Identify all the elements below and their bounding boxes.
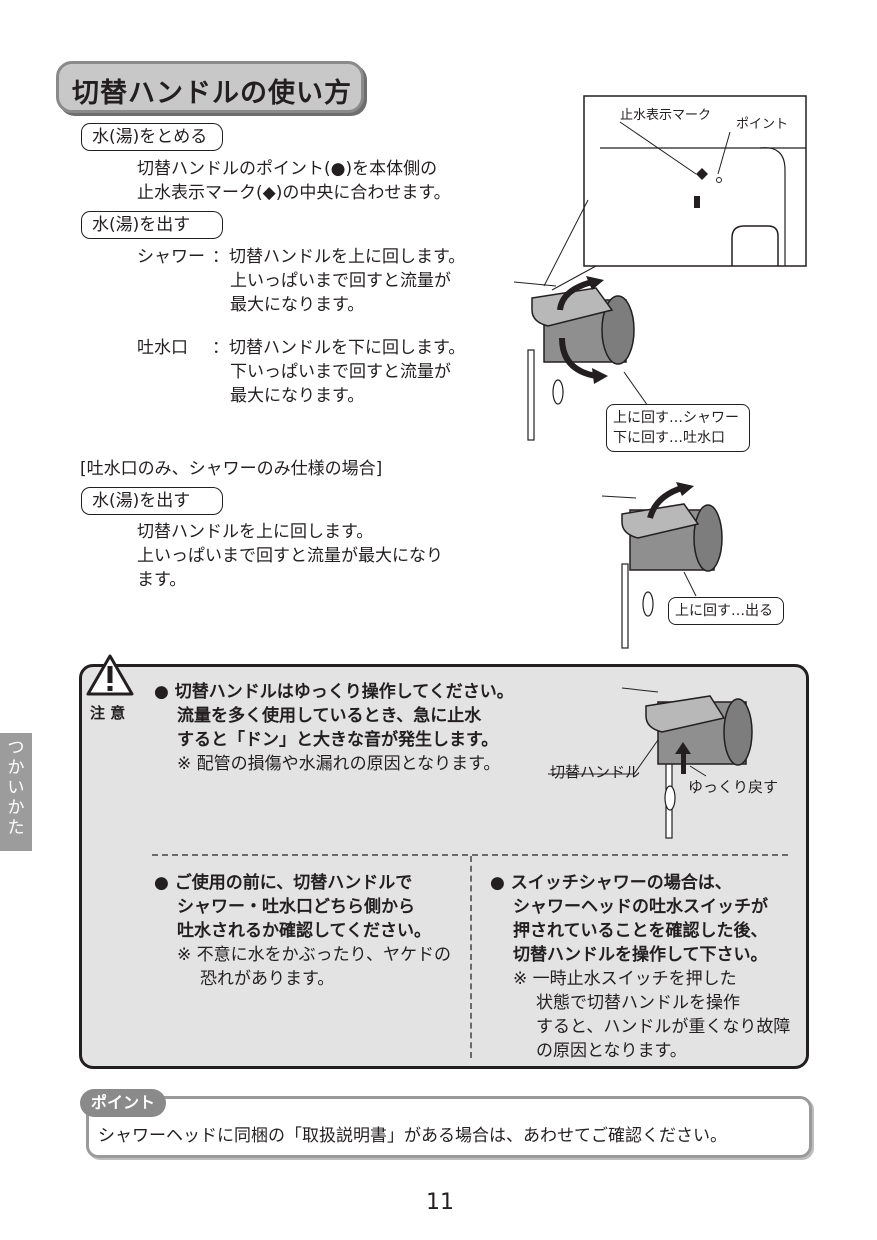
- stop-water-label: 水(湯)をとめる: [81, 122, 223, 151]
- zoom-inset-frame: [583, 95, 807, 267]
- handle-cap: [693, 504, 723, 572]
- caution-item3-note1: ※ 一時止水スイッチを押した: [513, 969, 737, 989]
- rotation-callout: 上に回す…シャワー 下に回す…吐水口: [606, 404, 750, 452]
- spec-heading: [吐水口のみ、シャワーのみ仕様の場合]: [80, 459, 383, 479]
- spec-line1: 切替ハンドルを上に回します。: [137, 522, 374, 542]
- caution-box: [79, 664, 809, 1069]
- out-water-label: 水(湯)を出す: [81, 210, 223, 239]
- caution-item3-note3: すると、ハンドルが重くなり故障: [536, 1017, 791, 1037]
- warning-triangle-icon: [86, 654, 134, 696]
- faucet-diagram-2: [601, 482, 723, 649]
- caution-item2-note1: ※ 不意に水をかぶったり、ヤケドの: [177, 945, 451, 965]
- rotation-callout-line2: 下に回す…吐水口: [613, 430, 725, 446]
- caution-item2-line3: 吐水されるか確認してください。: [177, 921, 431, 941]
- spout-line3: 最大になります。: [230, 386, 365, 406]
- caution-divider-vertical: [470, 856, 472, 1058]
- rotation-callout-line1: 上に回す…シャワー: [613, 410, 739, 426]
- caution-item3-line2: シャワーヘッドの吐水スイッチが: [513, 897, 768, 917]
- faucet-diagram-1: [513, 95, 807, 441]
- rotate-up-arrow-icon: [557, 279, 593, 311]
- caution-label: 注 意: [90, 704, 126, 722]
- caution-item2-note2: 恐れがあります。: [200, 969, 335, 989]
- caution-item1-note: ※ 配管の損傷や水漏れの原因となります。: [177, 754, 501, 774]
- stop-instruction-line1: 切替ハンドルのポイント(●)を本体側の: [137, 159, 438, 179]
- page-title-box: [56, 61, 364, 113]
- caution-item1-line3: すると「ドン」と大きな音が発生します。: [177, 730, 499, 750]
- caution-item3-note2: 状態で切替ハンドルを操作: [536, 993, 740, 1013]
- shower-line1: ：切替ハンドルを上に回します。: [212, 247, 466, 267]
- spout-label: 吐水口: [137, 338, 188, 358]
- caution-item1-line2: 流量を多く使用しているとき、急に止水: [177, 706, 482, 726]
- caution-item2-line2: シャワー・吐水口どちら側から: [177, 897, 415, 917]
- point-note-box: [86, 1096, 812, 1158]
- handle-cap: [601, 295, 635, 365]
- stop-mark-icon: [696, 168, 708, 180]
- shower-line2: 上いっぱいまで回すと流量が: [230, 271, 451, 291]
- caution-item2-line1: ● ご使用の前に、切替ハンドルで: [154, 873, 413, 893]
- rotate-down-arrow-icon: [559, 337, 597, 379]
- shower-line3: 最大になります。: [230, 295, 365, 315]
- spec-out-water-label: 水(湯)を出す: [81, 486, 223, 515]
- point-text: シャワーヘッドに同梱の「取扱説明書」がある場合は、あわせてご確認ください。: [98, 1126, 727, 1146]
- point-tag: ポイント: [80, 1089, 166, 1117]
- caution-item1-line1: ● 切替ハンドルはゆっくり操作してください。: [154, 682, 514, 702]
- handle-cap: [723, 698, 753, 766]
- caution-item3-line1: ● スイッチシャワーの場合は、: [490, 873, 732, 893]
- side-tab: [0, 733, 32, 851]
- caution-divider-horizontal: [152, 854, 788, 856]
- stop-mark-label: 止水表示マーク: [620, 108, 712, 123]
- slow-return-label: ゆっくり戻す: [688, 778, 779, 796]
- shower-label: シャワー: [137, 247, 205, 267]
- point-label: ポイント: [736, 117, 789, 132]
- spec-line3: ます。: [137, 570, 187, 590]
- caution-item3-line3: 押されていることを確認した後、: [513, 921, 768, 941]
- stop-instruction-line2: 止水表示マーク(◆)の中央に合わせます。: [137, 183, 451, 203]
- page-number: 11: [426, 1190, 454, 1215]
- spout-line1: ：切替ハンドルを下に回します。: [212, 338, 466, 358]
- caution-item3-note4: の原因となります。: [536, 1041, 687, 1061]
- side-tab-label: つかいかた: [7, 738, 25, 838]
- spec-callout: 上に回す…出る: [668, 597, 784, 625]
- slow-return-arrow-icon: [681, 752, 686, 774]
- caution-item3-line4: 切替ハンドルを操作して下さい。: [513, 945, 768, 965]
- page-title: 切替ハンドルの使い方: [72, 78, 352, 109]
- spec-line2: 上いっぱいまで回すと流量が最大になり: [137, 546, 443, 566]
- faucet-diagram-3: [548, 687, 753, 839]
- point-dot-icon: [716, 177, 722, 183]
- spout-line2: 下いっぱいまで回すと流量が: [230, 362, 451, 382]
- rotate-up-arrow-icon: [647, 485, 683, 519]
- handle-label: 切替ハンドル: [550, 763, 641, 781]
